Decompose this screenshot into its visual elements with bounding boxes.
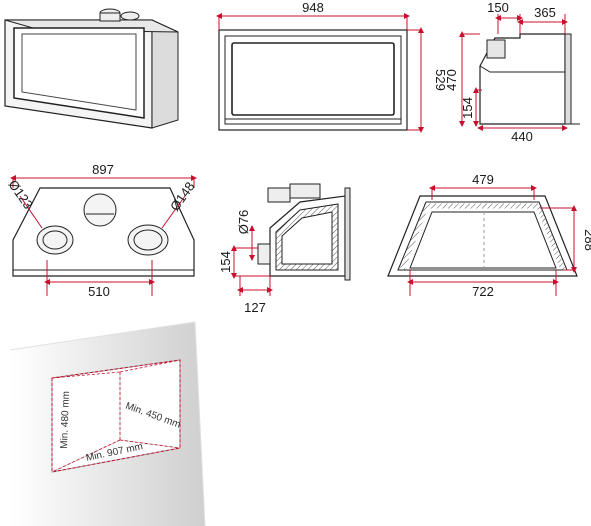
niche-min-height-label: Min. 480 mm [59, 391, 72, 449]
front-view [216, 13, 424, 133]
back-height-label: 288 [582, 229, 591, 251]
side-height-label: 470 [444, 69, 459, 91]
section-height-label: 154 [218, 251, 233, 273]
side-view [459, 14, 580, 131]
back-bottom-label: 722 [472, 284, 494, 299]
side-top-label: 150 [487, 0, 509, 15]
installation-niche [9, 321, 206, 526]
perspective-view [4, 8, 179, 129]
back-top-label: 479 [472, 172, 494, 187]
side-depth-label: 365 [534, 5, 556, 20]
top-width-label: 897 [92, 162, 114, 177]
section-diameter-label: Ø76 [236, 210, 251, 235]
section-bottom-label: 127 [244, 300, 266, 315]
back-view [387, 185, 578, 296]
side-bottom-label: 440 [511, 129, 533, 144]
front-width-label: 948 [302, 0, 324, 15]
top-bottom-label: 510 [88, 284, 110, 299]
front-height-label: 529 [433, 69, 448, 91]
top-view [10, 175, 197, 296]
section-view [231, 183, 351, 296]
side-base-label: 154 [460, 97, 475, 119]
